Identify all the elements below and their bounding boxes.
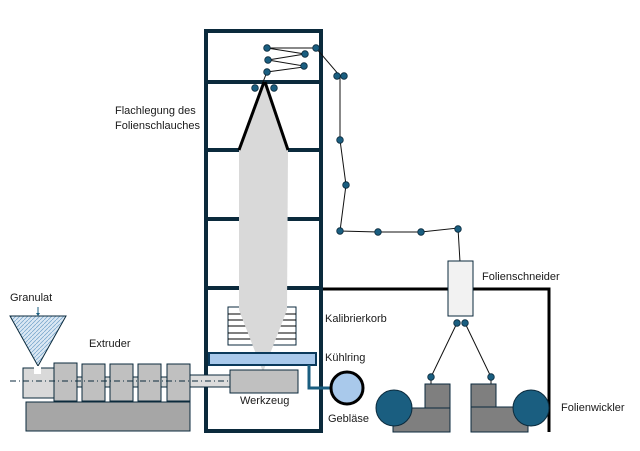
tower xyxy=(204,29,323,433)
film-path-right xyxy=(464,322,492,385)
support-frame xyxy=(322,287,551,432)
label-film-winder: Folienwickler xyxy=(561,402,625,414)
extruder xyxy=(10,362,230,432)
label-flattening-2: Folienschlauches xyxy=(115,120,200,132)
winder-right xyxy=(470,383,550,433)
label-flattening-1: Flachlegung des xyxy=(115,105,196,117)
hopper-outlet xyxy=(34,366,41,374)
film-bubble xyxy=(239,82,288,372)
label-calibration-cage: Kalibrierkorb xyxy=(325,313,387,325)
die-block xyxy=(229,369,299,394)
air-pipe xyxy=(307,365,332,390)
winder-left xyxy=(375,383,451,433)
blower-icon xyxy=(329,370,365,406)
flattening-board-left xyxy=(237,81,266,151)
cooling-ring xyxy=(208,352,317,366)
label-film-cutter: Folienschneider xyxy=(482,271,560,283)
film-cutter xyxy=(447,260,474,317)
label-die: Werkzeug xyxy=(240,395,289,407)
hopper xyxy=(9,315,67,368)
feed-arrowhead-icon xyxy=(36,313,40,316)
film-path-left xyxy=(430,322,458,385)
flattening-board-right xyxy=(263,81,290,151)
label-blower: Gebläse xyxy=(328,413,369,425)
label-granulate: Granulat xyxy=(10,292,52,304)
label-extruder: Extruder xyxy=(89,338,131,350)
guide-rollers xyxy=(251,44,495,381)
label-cooling-ring: Kühlring xyxy=(325,352,365,364)
